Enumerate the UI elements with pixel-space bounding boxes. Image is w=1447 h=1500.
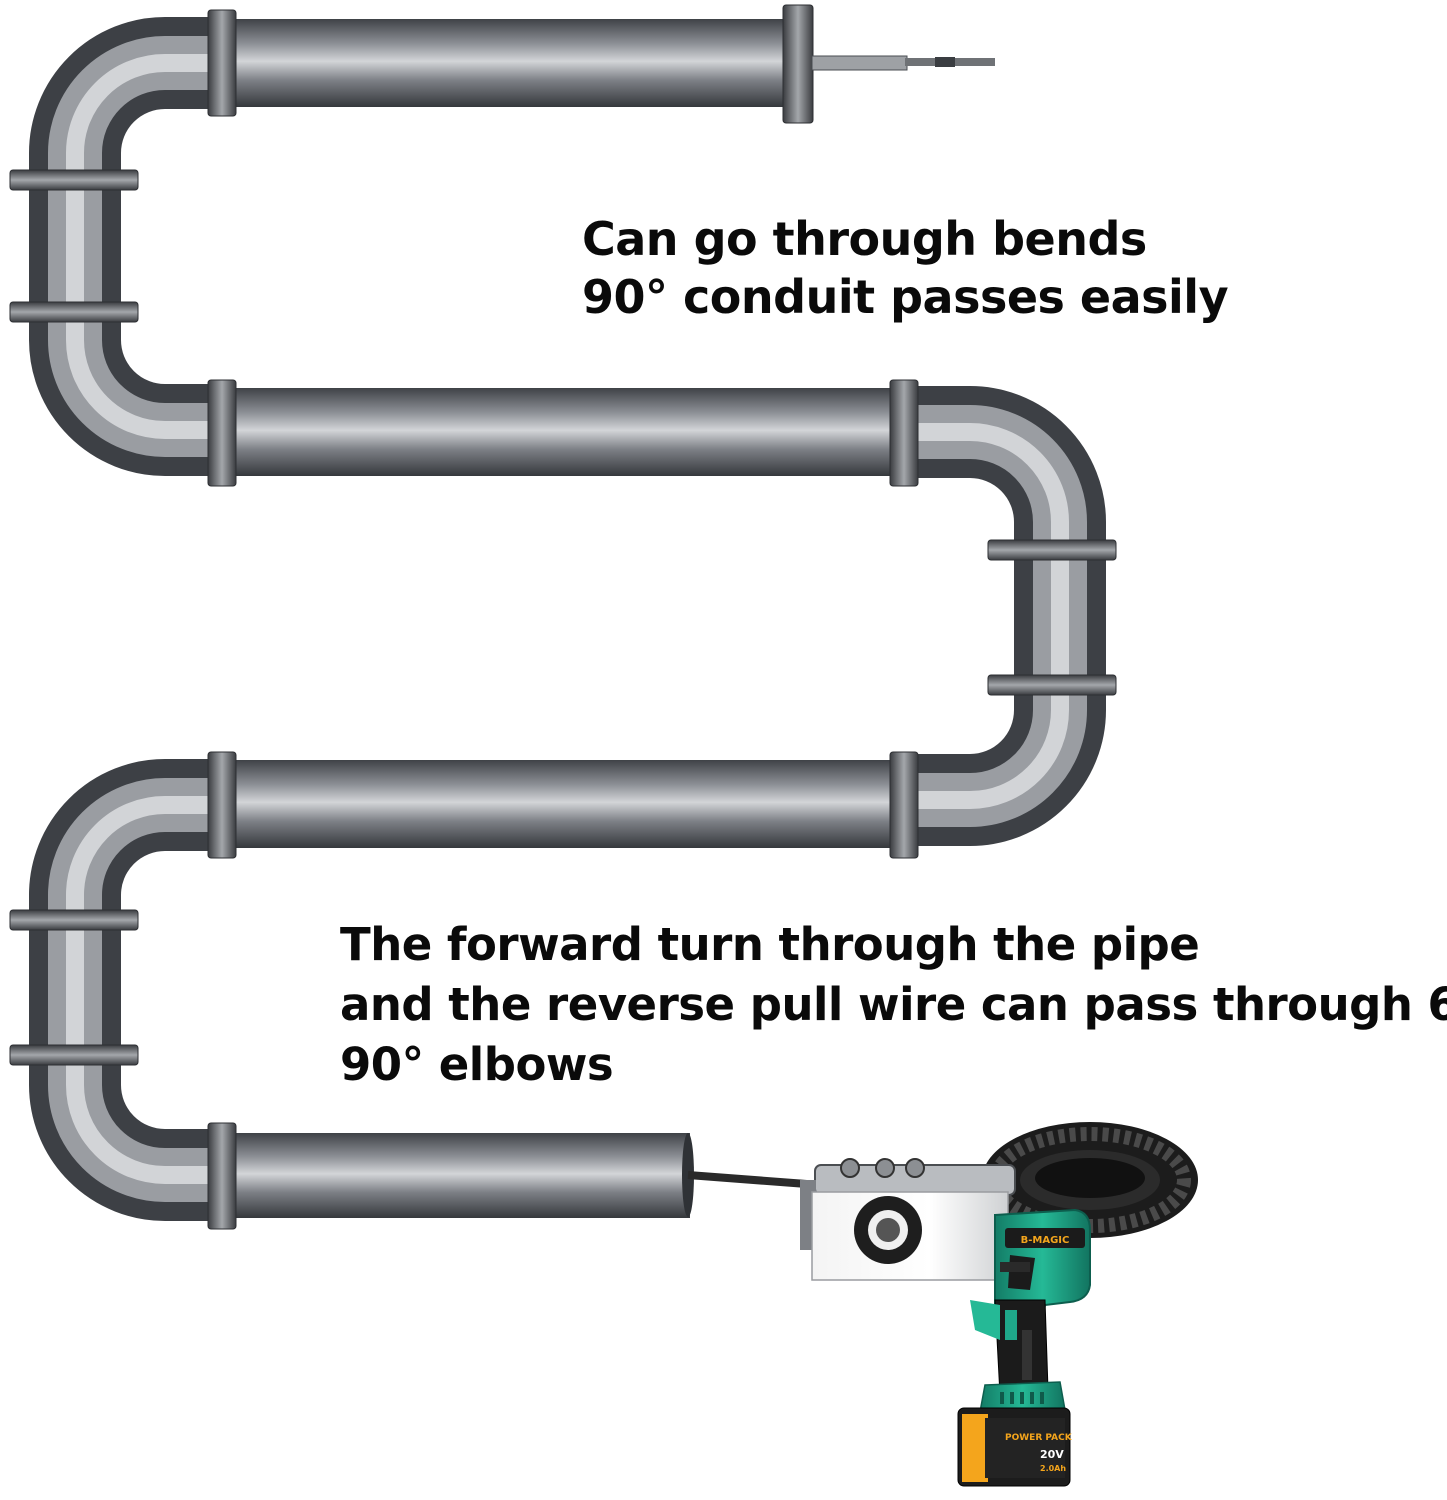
pipe-segment-bottom [225,1133,690,1218]
caption-bends-line-1: Can go through bends [582,212,1147,266]
caption-bends: Can go through bends 90° conduit passes … [582,210,1229,326]
fish-tape-wire [687,1171,821,1189]
battery-label-1: POWER PACK [1005,1433,1073,1443]
caption-elbows-line-3: 90° elbows [340,1038,614,1091]
pipe-run [9,4,1117,1230]
pipe-flanges-vertical [9,169,1117,1066]
pipe-segment-third [225,760,915,848]
caption-elbows-line-1: The forward turn through the pipe [340,918,1200,971]
battery-label-2: 20V [1040,1448,1064,1461]
pipe-flanges [207,4,919,1230]
caption-bends-line-2: 90° conduit passes easily [582,270,1229,324]
pipe-segment-second [225,388,915,476]
wire-reel [982,1122,1198,1238]
wire-tip [811,55,995,71]
drill-handle [994,1299,1049,1396]
battery-label-3: 2.0Ah [1040,1464,1066,1473]
pipe-bends [29,17,1106,1221]
caption-elbows-line-2: and the reverse pull wire can pass throu… [340,978,1447,1031]
pipe-segment-top [225,19,795,107]
battery-vents [1000,1392,1044,1404]
caption-elbows: The forward turn through the pipe and th… [340,915,1447,1095]
brand-mark: B-MAGIC [1021,1235,1070,1246]
battery-pack: POWER PACK 20V 2.0Ah [957,1407,1073,1487]
fish-tape-tool: B-MAGIC POWER PACK 20V 2.0Ah [687,1122,1198,1487]
